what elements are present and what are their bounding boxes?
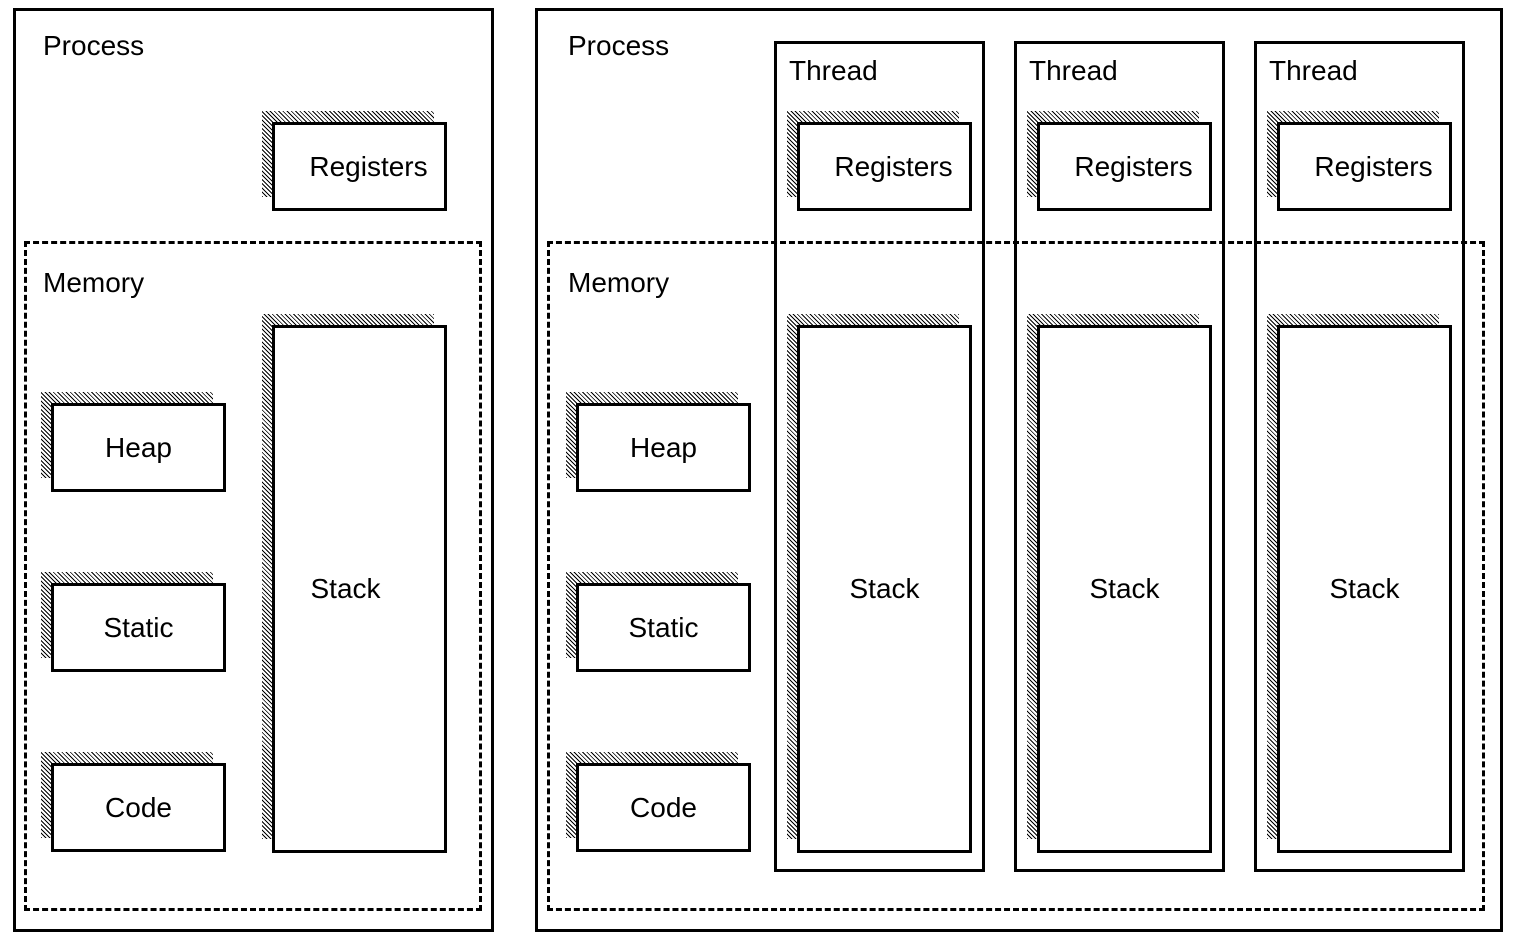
thread-1-registers-label: Registers (834, 150, 953, 182)
thread-label-3: Thread (1269, 55, 1358, 86)
single-registers-label: Registers (309, 150, 428, 182)
single-code-box: Code (51, 763, 226, 852)
single-heap-label: Heap (105, 431, 172, 463)
single-static-label: Static (103, 611, 174, 643)
multi-static-box: Static (576, 583, 751, 672)
multi-static-label: Static (628, 611, 699, 643)
thread-3-registers-box: Registers (1277, 122, 1452, 211)
thread-2-stack-box: Stack (1037, 325, 1212, 853)
multi-process-label: Process (568, 30, 670, 61)
single-registers-box: Registers (272, 122, 447, 211)
multi-code-box: Code (576, 763, 751, 852)
multi-process-frame (535, 8, 1503, 932)
thread-frame-3 (1254, 41, 1465, 872)
thread-1-stack-label: Stack (849, 573, 920, 604)
single-code-label: Code (105, 791, 172, 823)
thread-1-registers-box: Registers (797, 122, 972, 211)
multi-code-label: Code (630, 791, 697, 823)
single-process-frame (13, 8, 494, 932)
thread-3-registers-label: Registers (1314, 150, 1433, 182)
thread-1-stack-box: Stack (797, 325, 972, 853)
single-stack-label: Stack (310, 573, 381, 604)
thread-2-registers-box: Registers (1037, 122, 1212, 211)
single-stack-box: Stack (272, 325, 447, 853)
single-heap-box: Heap (51, 403, 226, 492)
thread-3-stack-label: Stack (1329, 573, 1400, 604)
multi-heap-label: Heap (630, 431, 697, 463)
thread-frame-2 (1014, 41, 1225, 872)
thread-frame-1 (774, 41, 985, 872)
multi-heap-box: Heap (576, 403, 751, 492)
thread-3-stack-box: Stack (1277, 325, 1452, 853)
thread-2-stack-label: Stack (1089, 573, 1160, 604)
single-memory-region (24, 241, 482, 911)
thread-label-2: Thread (1029, 55, 1118, 86)
single-process-label: Process (43, 30, 145, 61)
single-static-box: Static (51, 583, 226, 672)
multi-memory-label: Memory (568, 267, 670, 298)
single-memory-label: Memory (43, 267, 145, 298)
thread-2-registers-label: Registers (1074, 150, 1193, 182)
thread-label-1: Thread (789, 55, 878, 86)
